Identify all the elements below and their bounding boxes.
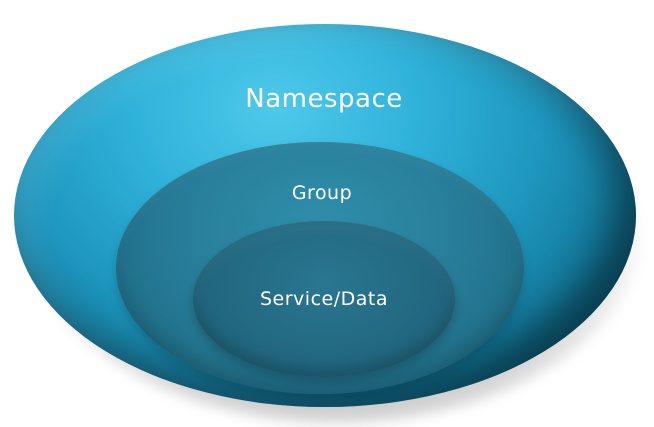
namespace-label: Namespace bbox=[245, 84, 403, 114]
service-data-label: Service/Data bbox=[260, 288, 388, 310]
service-data-ellipse bbox=[193, 221, 455, 377]
group-label: Group bbox=[291, 182, 353, 204]
